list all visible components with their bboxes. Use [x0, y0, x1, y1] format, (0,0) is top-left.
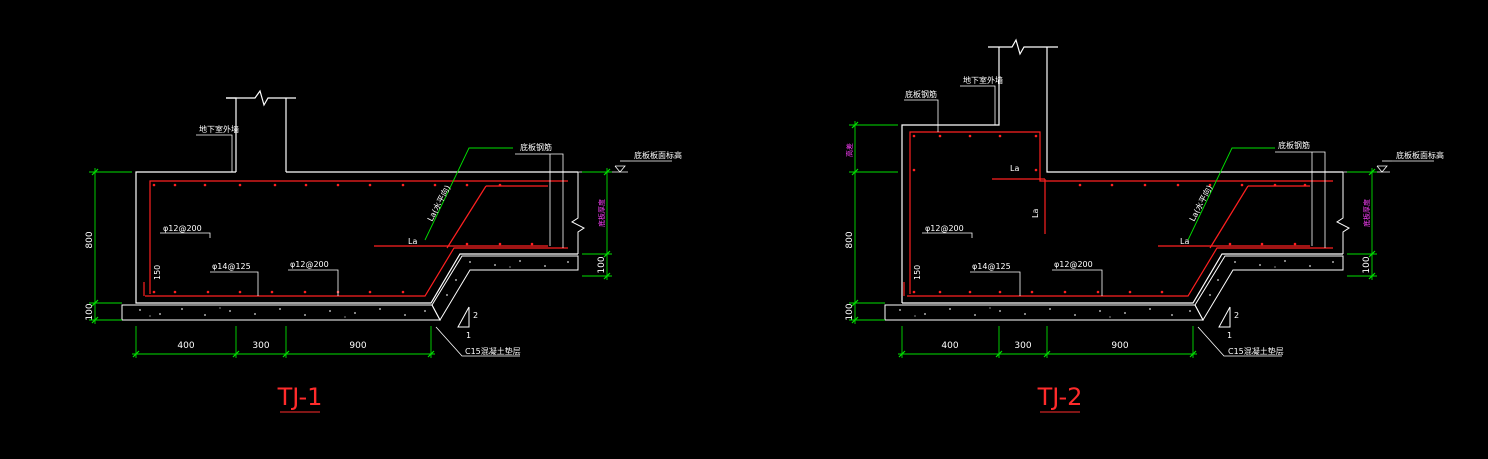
- dim-h-1: 400: [941, 341, 958, 351]
- dim-v-2: 100: [85, 303, 95, 320]
- rebar-bottom-label: φ14@125: [972, 262, 1011, 271]
- elevation-label: 底板板面标高: [634, 150, 682, 160]
- rebar-top-label: φ12@200: [163, 224, 202, 233]
- dim-v-3: 100: [597, 256, 607, 273]
- slope-den: 1: [1227, 331, 1232, 340]
- la-leader: [1187, 147, 1275, 241]
- rebar-bottom-label: φ14@125: [212, 262, 251, 271]
- cushion-layer: [884, 255, 1344, 322]
- dim-v-1: 800: [845, 231, 855, 248]
- slab-thickness-label: 底板厚度: [1362, 199, 1371, 227]
- anchor-vert-label: La: [1031, 209, 1040, 218]
- wall-label: 地下室外墙: [963, 75, 1003, 85]
- top-thickness-label: 高差: [845, 143, 854, 157]
- dim-v-3: 100: [1362, 256, 1372, 273]
- foundation-outline: [135, 171, 578, 304]
- anchor-label: La: [408, 237, 417, 246]
- break-line: [571, 172, 585, 254]
- dim-h-2: 300: [252, 341, 269, 351]
- dimension-ticks: [91, 168, 611, 358]
- rebar-cage: [903, 131, 1333, 297]
- rebar-bottom2-label: φ12@200: [1054, 260, 1093, 269]
- la-leader: [424, 147, 513, 241]
- slope-num: 2: [1234, 311, 1239, 320]
- foundation-outline: [902, 253, 1343, 304]
- bottom-bar-label: 底板钢筋: [1278, 140, 1310, 150]
- slope-triangle: [1218, 306, 1231, 328]
- slope-den: 1: [466, 331, 471, 340]
- slope-num: 2: [473, 311, 478, 320]
- slope-triangle: [457, 306, 470, 328]
- elevation-label: 底板板面标高: [1396, 150, 1444, 160]
- break-line: [1336, 172, 1350, 254]
- anchor-top-label: La: [1010, 164, 1019, 173]
- hook-label: 150: [913, 265, 922, 280]
- rebar-top-label: φ12@200: [925, 224, 964, 233]
- detail-title: TJ-2: [1037, 383, 1083, 411]
- dim-h-2: 300: [1014, 341, 1031, 351]
- slab-thickness-label: 底板厚度: [597, 199, 606, 227]
- anchor-label: La: [1180, 237, 1189, 246]
- dim-h-1: 400: [177, 341, 194, 351]
- dim-h-3: 900: [349, 341, 366, 351]
- detail-title: TJ-1: [277, 383, 323, 411]
- dim-v-2: 100: [845, 303, 855, 320]
- dimension-ticks: [851, 121, 1376, 358]
- bottom-bar-label: 底板钢筋: [520, 142, 552, 152]
- wall-stub: [901, 38, 1343, 303]
- rebar-dots: [912, 134, 1307, 294]
- rebar-bottom2-label: φ12@200: [290, 260, 329, 269]
- cushion-label: C15混凝土垫层: [1228, 346, 1284, 356]
- dimensions: [89, 168, 612, 358]
- rebar-cage: [143, 180, 568, 297]
- hook-label: 150: [153, 265, 162, 280]
- cushion-label: C15混凝土垫层: [465, 346, 521, 356]
- dim-v-1: 800: [85, 231, 95, 248]
- cushion-layer: [121, 255, 579, 322]
- wall-bar-label: 底板钢筋: [905, 89, 937, 99]
- dim-h-3: 900: [1111, 341, 1128, 351]
- wall-stub: [226, 89, 296, 172]
- wall-label: 地下室外墙: [199, 124, 239, 134]
